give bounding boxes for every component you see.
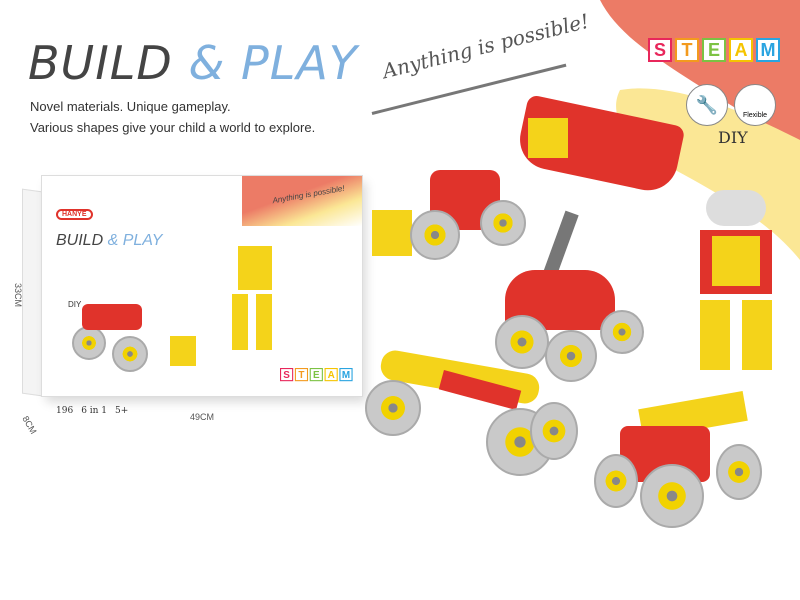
steam-letter: E xyxy=(309,368,323,382)
age-label: 5+ xyxy=(115,406,129,416)
box-side xyxy=(22,188,42,397)
toy-wheel xyxy=(480,200,526,246)
steam-letter: M xyxy=(339,368,353,382)
width-dimension: 49CM xyxy=(190,412,215,422)
subtitle-line: Novel materials. Unique gameplay. xyxy=(30,99,231,114)
toy-robot-chest xyxy=(712,236,760,286)
box-toy-wheel xyxy=(72,326,106,360)
box-toy-blade xyxy=(170,336,196,366)
toy-wheel xyxy=(716,444,762,500)
steam-letter: T xyxy=(294,368,309,382)
models-count: 6 in 1 xyxy=(81,406,108,416)
toy-wheel xyxy=(495,315,549,369)
toy-robot-leg xyxy=(742,300,772,370)
subtitle-line: Various shapes give your child a world t… xyxy=(30,120,316,135)
depth-dimension: 8CM xyxy=(20,414,39,436)
steam-letter: M xyxy=(756,38,780,62)
toy-wheel xyxy=(594,454,638,508)
toy-robot-head xyxy=(706,190,766,226)
box-stats: 196 6 in 1 5+ xyxy=(56,406,128,416)
flexible-icon: Flexible xyxy=(734,84,776,126)
box-title: BUILD xyxy=(56,232,104,249)
box-title-play: PLAY xyxy=(122,232,163,249)
brand-logo: HANYE xyxy=(56,209,93,220)
piece-count: 196 xyxy=(56,406,74,416)
steam-letter: T xyxy=(675,38,699,62)
box-brush xyxy=(242,176,362,226)
toy-wheel xyxy=(530,402,578,460)
tools-icon: 🔧 xyxy=(686,84,728,126)
product-box: HANYE BUILD & PLAY Anything is possible!… xyxy=(42,176,362,416)
subtitle: Novel materials. Unique gameplay. Variou… xyxy=(30,96,315,138)
steam-letter: S xyxy=(648,38,672,62)
toy-wheel xyxy=(600,310,644,354)
toy-wheel xyxy=(640,464,704,528)
box-robot-leg xyxy=(232,294,248,350)
steam-letter: A xyxy=(729,38,753,62)
box-robot-leg xyxy=(256,294,272,350)
height-dimension: 33CM xyxy=(13,282,24,308)
steam-letter: S xyxy=(280,368,294,382)
toy-boat-panel xyxy=(528,118,568,158)
box-toy-wheel xyxy=(112,336,148,372)
diy-label: DIY xyxy=(718,128,748,147)
box-diy: DIY xyxy=(68,300,82,309)
steam-letter: E xyxy=(702,38,726,62)
toy-bulldozer-blade xyxy=(372,210,412,256)
box-toy-body xyxy=(82,304,142,330)
page-title: BUILD & PLAY xyxy=(28,36,358,90)
toy-robot-leg xyxy=(700,300,730,370)
toy-wheel xyxy=(545,330,597,382)
toy-wheel xyxy=(410,210,460,260)
flexible-label: Flexible xyxy=(742,112,768,119)
toy-wheel xyxy=(365,380,421,436)
box-robot-body xyxy=(238,246,272,290)
steam-logo: S T E A M xyxy=(648,38,780,62)
box-title-amp: & xyxy=(107,232,119,249)
steam-letter: A xyxy=(324,368,338,382)
